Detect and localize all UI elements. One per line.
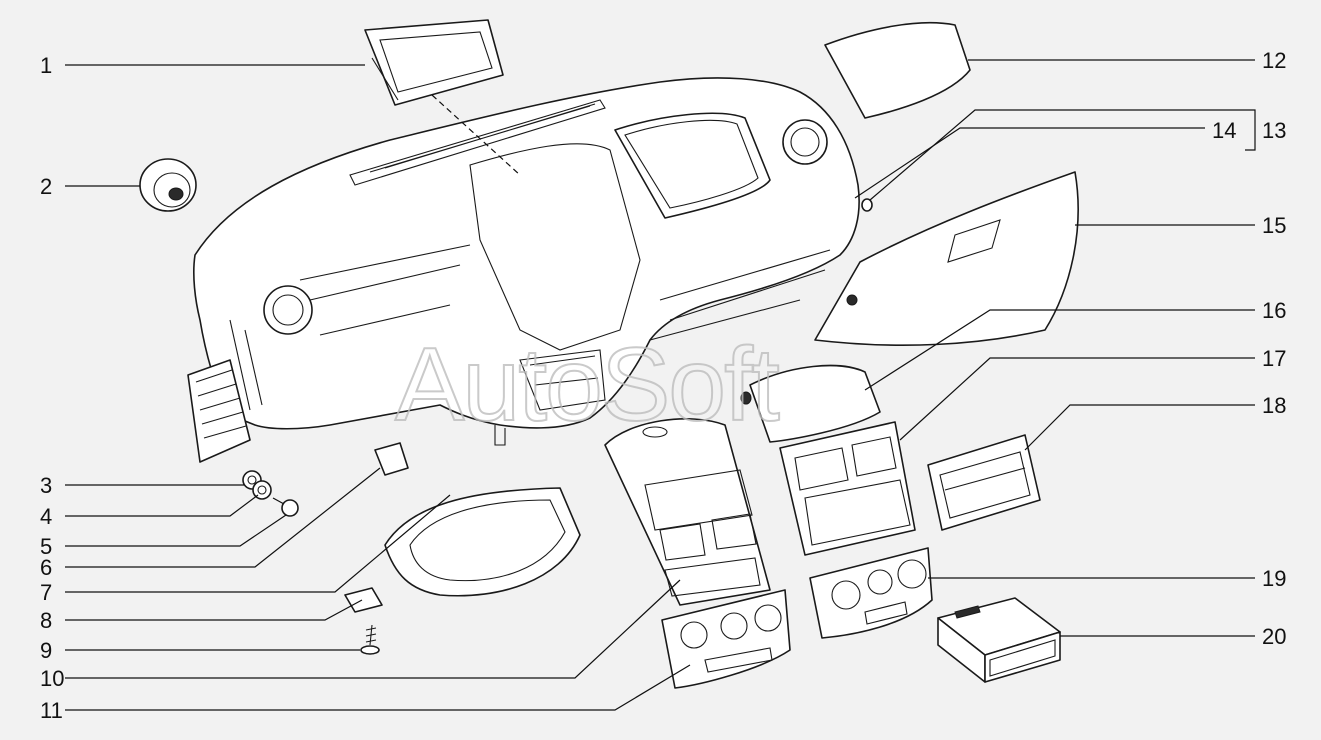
callout-18: 18 [1262, 393, 1286, 418]
part-20-pocket-tray [937, 597, 1061, 683]
left-side-vent [187, 359, 251, 463]
part-16-display-cover [740, 364, 881, 443]
part-18-radio-frame [927, 434, 1041, 531]
leader-lines [65, 59, 1256, 711]
callout-16: 16 [1262, 298, 1286, 323]
callout-4: 4 [40, 504, 52, 529]
part-17-center-frame [779, 421, 916, 556]
callout-8: 8 [40, 608, 52, 633]
callout-15: 15 [1262, 213, 1286, 238]
callout-2: 2 [40, 174, 52, 199]
part-6-clip [374, 442, 409, 476]
callout-17: 17 [1262, 346, 1286, 371]
part-5-screw [272, 497, 299, 517]
part-9-screw [360, 624, 380, 655]
part-12-top-cover [824, 21, 971, 119]
callout-13: 13 [1262, 118, 1286, 143]
callout-12: 12 [1262, 48, 1286, 73]
part-1-top-tray [364, 19, 504, 106]
part-2-round-vent [139, 158, 197, 212]
callout-7: 7 [40, 580, 52, 605]
callout-14: 14 [1212, 118, 1236, 143]
dashboard-panel [193, 77, 860, 446]
part-10-center-bezel [604, 418, 771, 606]
callout-numbers: 1 2 3 4 5 6 7 8 9 10 11 12 13 14 15 16 1… [40, 48, 1286, 723]
callout-3: 3 [40, 473, 52, 498]
part-4-washer [252, 480, 272, 500]
callout-1: 1 [40, 53, 52, 78]
part-13-14-plug [861, 198, 873, 212]
callout-10: 10 [40, 666, 64, 691]
part-11-control-panel [661, 589, 791, 689]
callout-19: 19 [1262, 566, 1286, 591]
callout-20: 20 [1262, 624, 1286, 649]
callout-5: 5 [40, 534, 52, 559]
part-7-instrument-hood [384, 487, 581, 597]
part-15-glovebox-lid [814, 171, 1079, 346]
callout-6: 6 [40, 555, 52, 580]
callout-9: 9 [40, 638, 52, 663]
callout-11: 11 [40, 698, 63, 723]
part-19-heater-panel [809, 547, 933, 639]
part-8-switch [344, 587, 383, 613]
watermark-text: AutoSoft [395, 327, 780, 443]
